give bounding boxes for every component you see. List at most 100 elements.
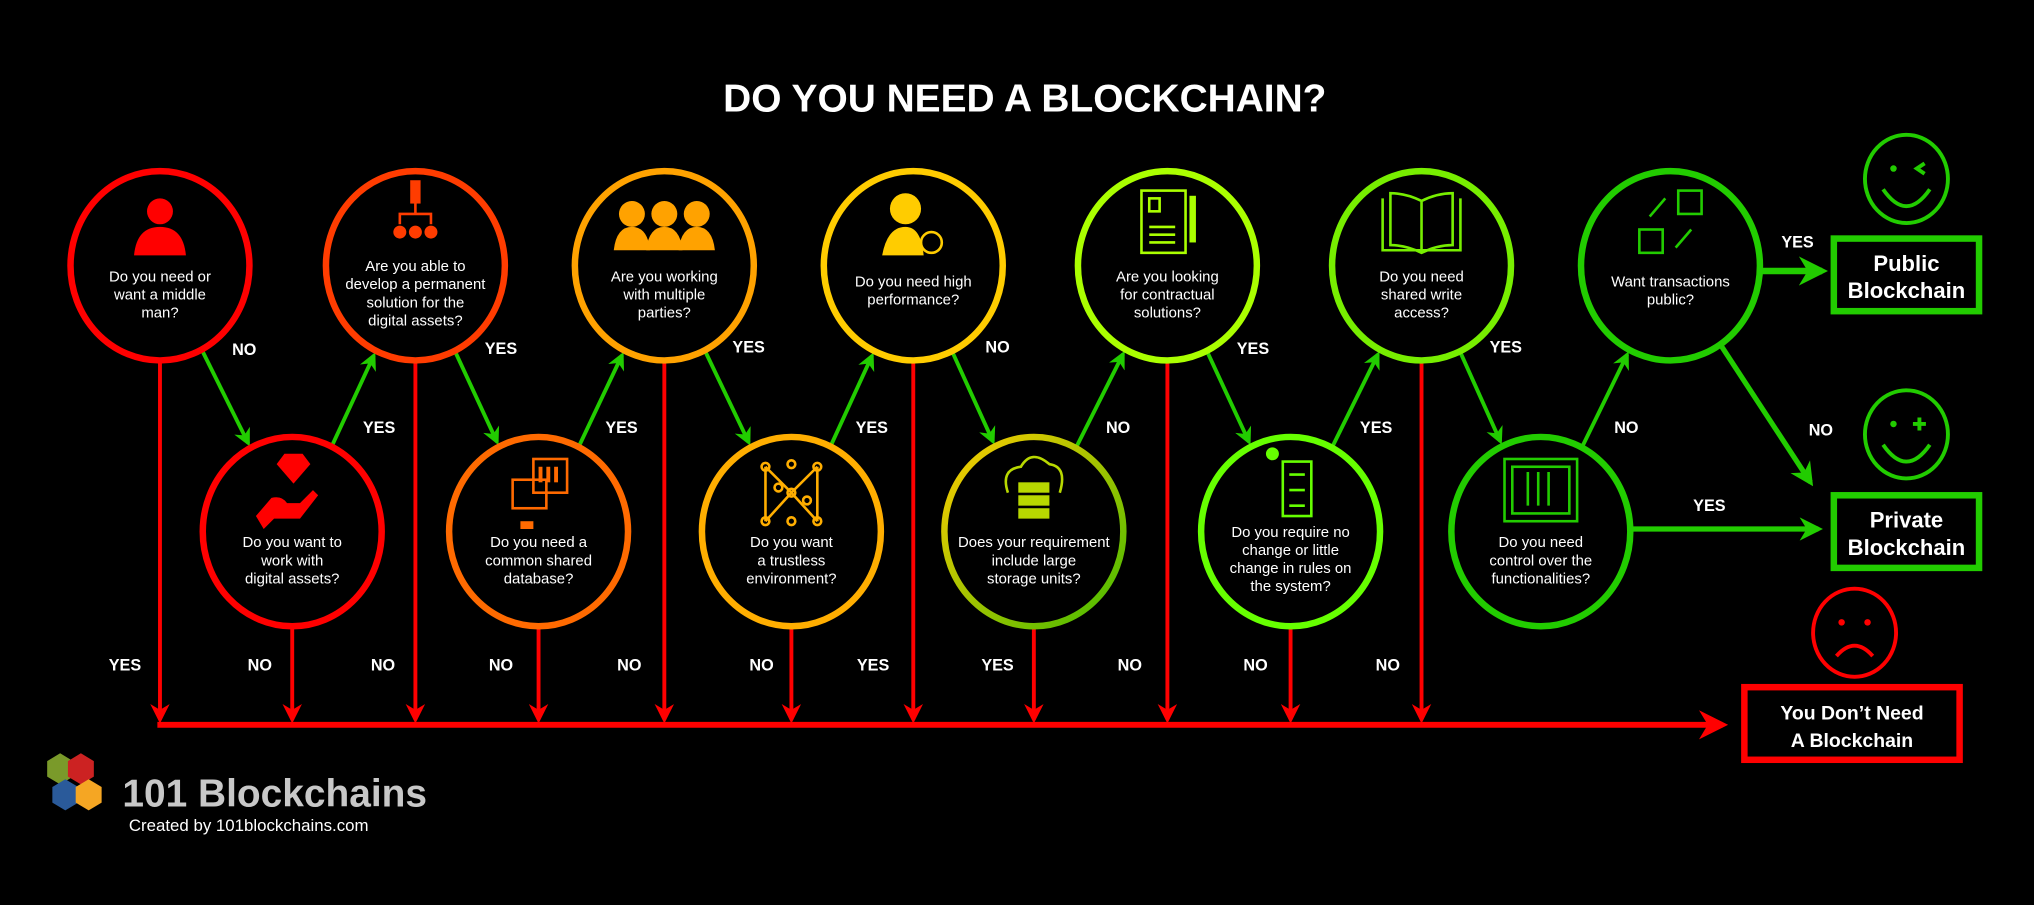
- question-text: Are you able to: [365, 259, 465, 275]
- flow-label: YES: [605, 419, 638, 437]
- flow-label: YES: [1237, 340, 1270, 358]
- question-text: Do you need or: [109, 269, 211, 285]
- question-text: work with: [260, 553, 323, 569]
- drop-label: NO: [617, 656, 641, 674]
- network-icon: [760, 458, 823, 527]
- outcome-text: Blockchain: [1848, 278, 1966, 303]
- cloud-server-icon: [1004, 455, 1064, 519]
- question-text: public?: [1647, 293, 1694, 309]
- flow-arrow: [950, 350, 996, 445]
- wink-smiley-icon: [1863, 132, 1950, 225]
- question-text: Does your requirement: [958, 535, 1110, 551]
- tablet-controls-icon: [1503, 457, 1579, 523]
- outcome-text: Blockchain: [1848, 535, 1966, 560]
- contract-document-icon: [1140, 189, 1196, 255]
- checklist-icon: [1265, 447, 1313, 518]
- question-text: performance?: [867, 293, 959, 309]
- question-text: change in rules on: [1230, 561, 1352, 577]
- outcome-text: You Don’t Need: [1780, 703, 1923, 725]
- question-text: develop a permanent: [345, 277, 486, 293]
- open-book-icon: [1381, 191, 1462, 255]
- question-text: environment?: [746, 571, 836, 587]
- drop-label: NO: [1376, 656, 1400, 674]
- question-node[interactable]: Want transactions public?: [1577, 167, 1764, 364]
- flow-label: YES: [856, 419, 889, 437]
- question-node[interactable]: Do you need or want a middle man?: [67, 167, 253, 364]
- question-text: Want transactions: [1611, 275, 1730, 291]
- question-text: with multiple: [622, 288, 705, 304]
- middleman-icon: [134, 198, 186, 256]
- question-circle: [67, 167, 253, 364]
- question-circle: [1448, 433, 1634, 630]
- question-circle: [941, 433, 1127, 630]
- flow-label: NO: [1614, 419, 1638, 437]
- no-blockchain-lines: YES NO NO NO NO NO YES YES NO NO NO: [109, 360, 1729, 740]
- question-circle: [322, 167, 509, 364]
- drop-label: NO: [1243, 656, 1267, 674]
- outcome-text: A Blockchain: [1791, 730, 1913, 752]
- question-circle: [1577, 167, 1764, 364]
- flow-label: NO: [1809, 422, 1833, 440]
- drop-label: NO: [371, 656, 395, 674]
- flow-arrow: [1330, 351, 1380, 449]
- flow-label: YES: [1490, 339, 1523, 357]
- flow-label: YES: [485, 340, 518, 358]
- question-text: functionalities?: [1492, 571, 1591, 587]
- question-node[interactable]: Do you need high performance?: [820, 167, 1006, 364]
- question-text: common shared: [485, 553, 592, 569]
- drop-label: YES: [109, 656, 142, 674]
- flow-arrow: [1580, 351, 1629, 449]
- exchange-icon: [1638, 189, 1703, 255]
- outcome-text: Public: [1873, 251, 1939, 276]
- drop-label: NO: [1118, 656, 1142, 674]
- question-circle: [199, 433, 385, 630]
- question-text: want a middle: [113, 288, 206, 304]
- question-text: man?: [141, 306, 178, 322]
- flow-label: YES: [1781, 234, 1814, 252]
- question-text: Are you looking: [1116, 269, 1219, 285]
- flow-label: NO: [1106, 419, 1130, 437]
- flow-arrow: [1074, 350, 1125, 449]
- question-text: Do you want: [750, 535, 834, 551]
- flow-label: NO: [985, 339, 1009, 357]
- question-circle: [1197, 433, 1384, 630]
- logo-cubes-icon: [47, 753, 102, 811]
- flow-arrow: [199, 348, 250, 447]
- drop-label: NO: [489, 656, 513, 674]
- smiley-icon: [1863, 388, 1950, 481]
- sad-face-icon: [1811, 586, 1899, 679]
- question-text: Do you need: [1379, 269, 1464, 285]
- question-text: Do you need high: [855, 275, 972, 291]
- question-text: control over the: [1489, 553, 1592, 569]
- flow-arrow: [1458, 350, 1503, 445]
- question-text: change or little: [1242, 543, 1339, 559]
- flow-arrow: [828, 352, 875, 448]
- flow-arrow: [329, 352, 376, 448]
- question-circle: [1074, 167, 1261, 364]
- question-node[interactable]: Are you able to develop a permanent soluti…: [322, 167, 509, 364]
- question-text: storage units?: [987, 571, 1081, 587]
- person-gear-icon: [882, 193, 944, 256]
- flow-arrow: [453, 349, 500, 446]
- question-circle: [820, 167, 1006, 364]
- multiple-people-icon: [613, 200, 715, 251]
- question-text: solution for the: [367, 295, 465, 311]
- question-text: parties?: [638, 306, 691, 322]
- flow-arrow: [576, 351, 624, 448]
- database-computer-icon: [511, 457, 569, 529]
